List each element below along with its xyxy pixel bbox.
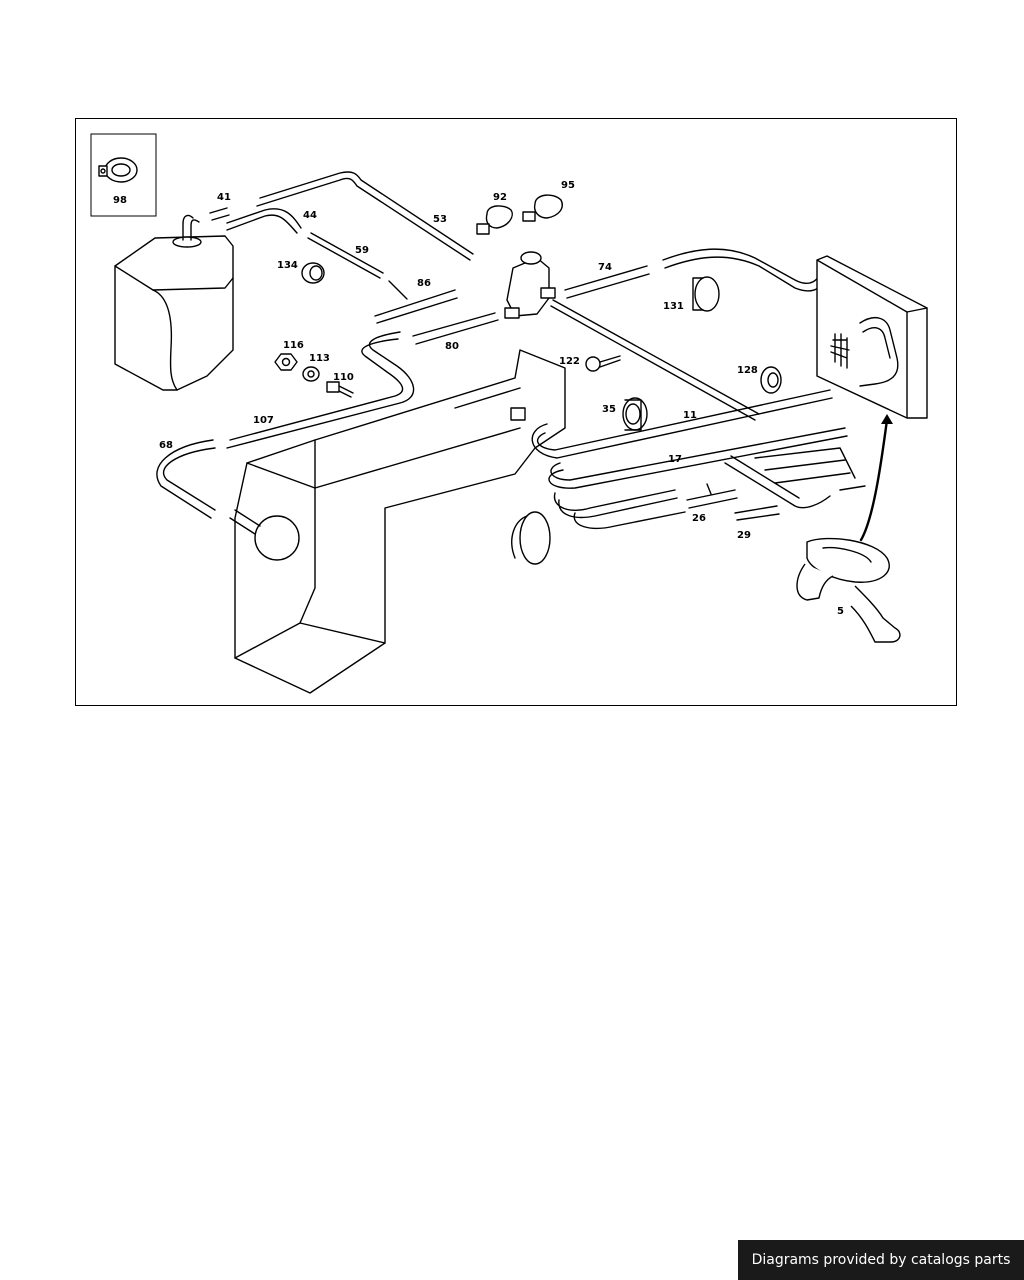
part-label-35: 35 <box>602 404 616 415</box>
part-label-74: 74 <box>598 262 612 273</box>
heat-exchanger <box>816 255 928 419</box>
part-label-59: 59 <box>355 245 369 256</box>
fittings <box>274 194 782 431</box>
credit-text: Diagrams provided by catalogs parts <box>751 1252 1011 1268</box>
part-label-128: 128 <box>737 365 758 376</box>
part-label-113: 113 <box>309 353 330 364</box>
part-label-131: 131 <box>663 301 684 312</box>
part-label-68: 68 <box>159 440 173 451</box>
part-label-122: 122 <box>559 356 580 367</box>
air-duct <box>796 414 901 643</box>
part-label-29: 29 <box>737 530 751 541</box>
part-label-92: 92 <box>493 192 507 203</box>
part-labels: 98 41 44 53 92 95 59 134 86 74 131 116 1… <box>113 180 844 617</box>
engine-block <box>229 349 566 694</box>
part-label-80: 80 <box>445 341 459 352</box>
hose-lines <box>156 171 866 530</box>
part-label-107: 107 <box>253 415 274 426</box>
expansion-tank <box>114 214 234 391</box>
part-label-53: 53 <box>433 214 447 225</box>
credit-banner: Diagrams provided by catalogs parts <box>738 1240 1024 1280</box>
part-label-44: 44 <box>303 210 317 221</box>
part-label-26: 26 <box>692 513 706 524</box>
clamp-inset-box <box>90 133 157 217</box>
part-label-110: 110 <box>333 372 354 383</box>
parts-diagram: 98 41 44 53 92 95 59 134 86 74 131 116 1… <box>75 118 957 706</box>
part-label-95: 95 <box>561 180 575 191</box>
part-label-86: 86 <box>417 278 431 289</box>
part-label-116: 116 <box>283 340 304 351</box>
part-label-98: 98 <box>113 195 127 206</box>
part-label-5: 5 <box>837 606 844 617</box>
part-label-17: 17 <box>668 454 682 465</box>
part-label-134: 134 <box>277 260 298 271</box>
part-label-41: 41 <box>217 192 231 203</box>
part-label-11: 11 <box>683 410 697 421</box>
